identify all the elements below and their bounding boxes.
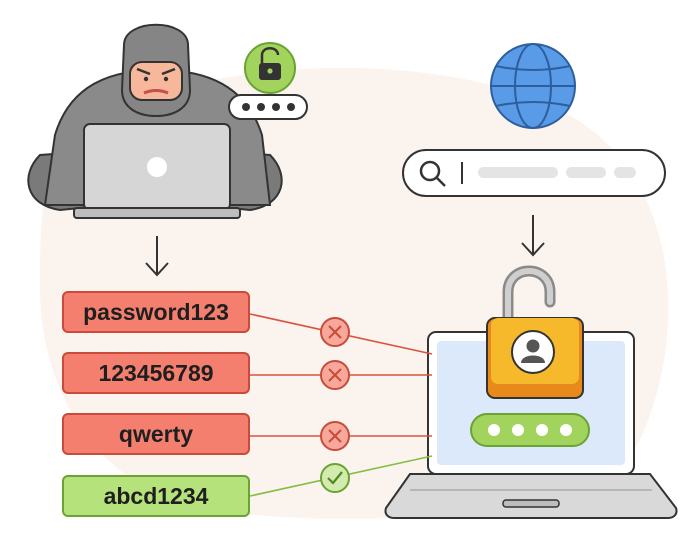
password-text: 123456789: [98, 359, 214, 386]
user-icon: [511, 330, 555, 374]
cross-icon: [320, 317, 350, 347]
open-padlock-icon: [486, 265, 584, 399]
password-box-rejected: qwerty: [62, 413, 250, 455]
search-arrow-down: [521, 215, 545, 257]
password-text: password123: [83, 298, 229, 325]
check-icon: [320, 463, 350, 493]
unlocked-padlock-icon: [244, 42, 296, 94]
search-icon: [419, 160, 446, 187]
globe-icon: [490, 43, 576, 129]
password-box-rejected: password123: [62, 291, 250, 333]
password-box-accepted: abcd1234: [62, 475, 250, 517]
masked-password-pill: [228, 94, 308, 120]
cross-icon: [320, 421, 350, 451]
password-text: abcd1234: [103, 482, 209, 509]
search-bar: [402, 149, 666, 197]
hacker-figure-icon: [27, 23, 283, 219]
password-box-rejected: 123456789: [62, 352, 250, 394]
hacker-arrow-down: [145, 236, 169, 277]
cross-icon: [320, 360, 350, 390]
password-text: qwerty: [118, 420, 194, 447]
